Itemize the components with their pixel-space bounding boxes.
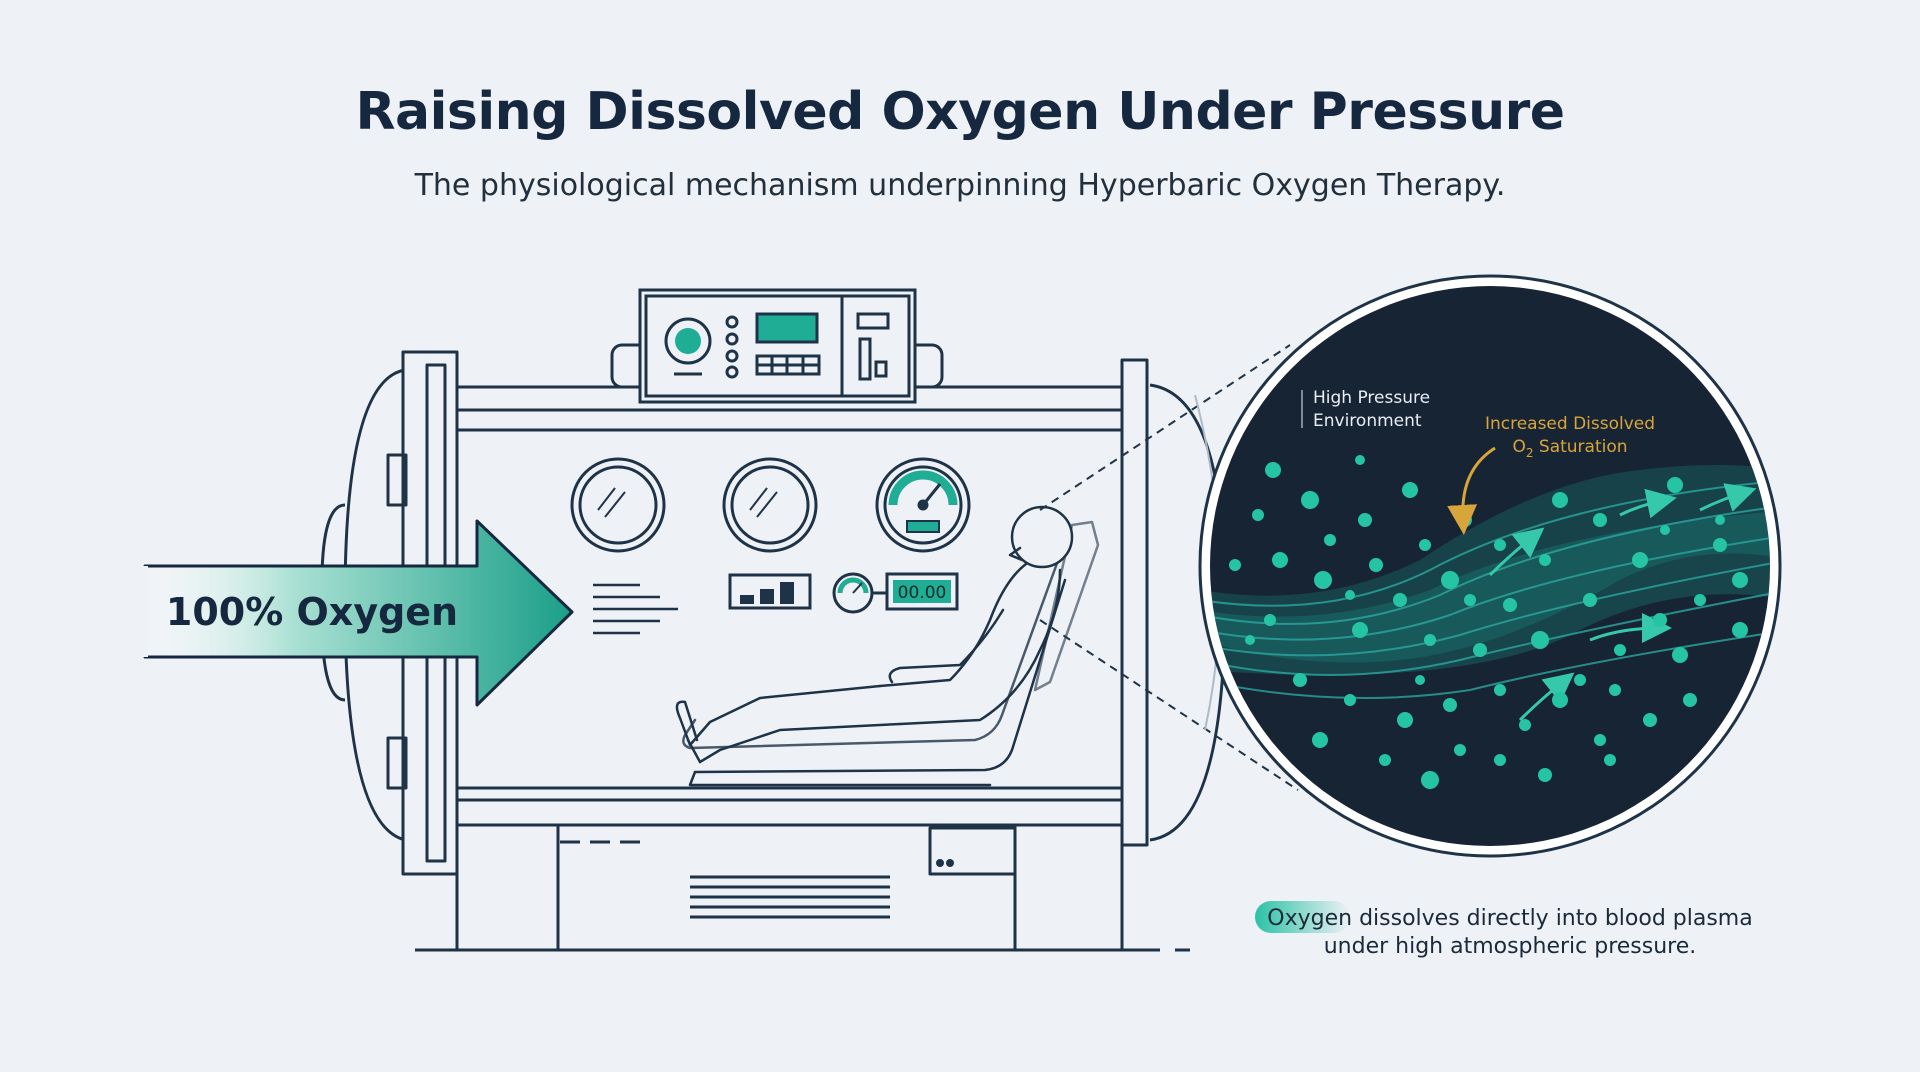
pressure-label-line2: Environment [1313,411,1422,431]
porthole-1-icon [570,457,666,553]
dissolved-oxygen-inset [1198,274,1782,858]
digital-display [885,572,959,611]
caption-line1: Oxygen dissolves directly into blood pla… [1267,906,1752,931]
porthole-2-icon [722,457,818,553]
page-subtitle: The physiological mechanism underpinning… [414,168,1506,203]
control-screen [755,312,819,344]
page-title: Raising Dissolved Oxygen Under Pressure [355,82,1565,142]
zoom-connector-lines [1039,344,1299,791]
oxygen-input-arrow [142,519,574,707]
digital-display-value: 00.00 [898,583,947,603]
oxygen-arrow-label: 100% Oxygen [166,590,458,634]
caption-line2: under high atmospheric pressure. [1324,934,1697,959]
dissolved-label-line1: Increased Dissolved [1485,414,1655,434]
control-panel [610,288,944,404]
pressure-gauge-icon [875,457,971,553]
patient-reclining-figure [675,505,1100,787]
text-lines-icon [593,583,678,635]
dissolved-label-line2: O2 Saturation [1512,437,1627,460]
pressure-label-line1: High Pressure [1313,388,1430,408]
caption-highlight [1255,901,1350,933]
control-knob-icon [664,317,712,365]
right-flange [1120,358,1149,847]
downward-arrow-icon [1447,446,1496,535]
small-dial-icon [832,572,887,614]
bar-meter-icon [728,573,812,610]
